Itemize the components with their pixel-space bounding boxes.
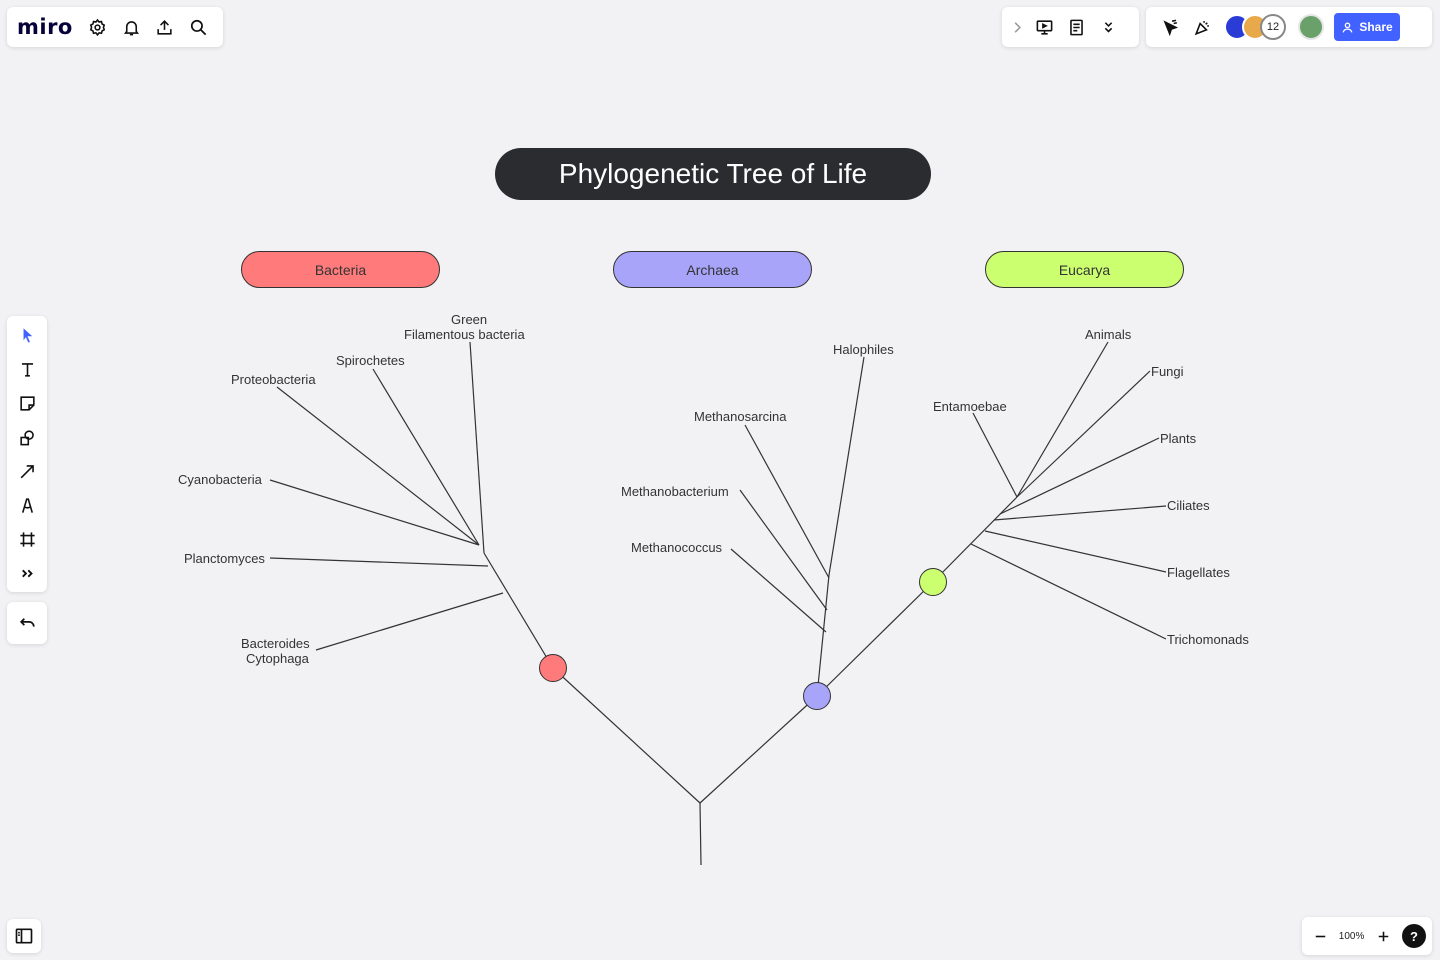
label-cyanobacteria[interactable]: Cyanobacteria [178, 472, 262, 487]
zoom-level[interactable]: 100% [1338, 930, 1365, 942]
branch-halophiles [828, 356, 865, 576]
label-methanococcus[interactable]: Methanococcus [631, 540, 723, 555]
pen-icon[interactable] [11, 489, 43, 521]
archaea-branch [699, 695, 818, 804]
branch-fungi [1016, 370, 1151, 498]
label-halophiles[interactable]: Halophiles [833, 342, 894, 357]
branch-trichomonads [970, 543, 1167, 640]
label-planctomyces[interactable]: Planctomyces [184, 551, 265, 566]
eucarya-branch [816, 581, 934, 697]
more-tools-icon[interactable] [11, 557, 43, 589]
archaea-stem [816, 574, 830, 697]
help-button[interactable]: ? [1401, 924, 1426, 948]
zoom-out-icon[interactable] [1308, 920, 1332, 952]
diagram-title[interactable]: Phylogenetic Tree of Life [495, 148, 931, 200]
branch-plants [999, 437, 1160, 515]
bell-icon[interactable] [116, 11, 146, 43]
text-icon[interactable] [11, 353, 43, 385]
zoom-controls: 100% ? [1302, 917, 1432, 955]
label-fungi[interactable]: Fungi [1151, 364, 1184, 379]
zoom-in-icon[interactable] [1371, 920, 1395, 952]
search-icon[interactable] [183, 11, 213, 43]
eucarya-stem [932, 496, 1018, 583]
chevron-double-down-icon[interactable] [1092, 11, 1124, 43]
branch-proteobacteria [276, 386, 480, 546]
celebration-icon[interactable] [1186, 11, 1218, 43]
left-toolbar [7, 316, 47, 592]
label-spirochetes[interactable]: Spirochetes [336, 353, 405, 368]
collaboration-panel: 12 Share [1146, 7, 1432, 47]
label-filamentous-bacteria[interactable]: Filamentous bacteria [404, 327, 525, 342]
frame-icon[interactable] [11, 523, 43, 555]
label-plants[interactable]: Plants [1160, 431, 1197, 446]
bacteria-stem [483, 552, 554, 669]
arrow-icon[interactable] [11, 455, 43, 487]
label-animals[interactable]: Animals [1085, 327, 1132, 342]
notes-icon[interactable] [1060, 11, 1092, 43]
branch-filamentous [469, 341, 485, 554]
cursor-icon[interactable] [1154, 11, 1186, 43]
label-ciliates[interactable]: Ciliates [1167, 498, 1210, 513]
bacteria-node[interactable] [539, 654, 567, 682]
branch-methanococcus [730, 548, 827, 633]
undo-panel [7, 602, 47, 644]
top-left-toolbar: miro [7, 7, 223, 47]
chevron-right-icon[interactable] [1006, 11, 1028, 43]
branch-bacteroides [315, 592, 504, 651]
domain-bacteria[interactable]: Bacteria [241, 251, 440, 288]
label-trichomonads[interactable]: Trichomonads [1167, 632, 1249, 647]
branch-planctomyces [269, 557, 489, 567]
label-methanosarcina[interactable]: Methanosarcina [694, 409, 787, 424]
sticky-note-icon[interactable] [11, 387, 43, 419]
branch-methanosarcina [744, 424, 830, 579]
branch-entamoebae [972, 412, 1018, 498]
presentation-icon[interactable] [1028, 11, 1060, 43]
settings-icon[interactable] [83, 11, 113, 43]
upload-icon[interactable] [150, 11, 180, 43]
board-tools-panel [1002, 7, 1139, 47]
share-button[interactable]: Share [1334, 13, 1400, 41]
label-methanobacterium[interactable]: Methanobacterium [621, 484, 729, 499]
shapes-icon[interactable] [11, 421, 43, 453]
bacteria-branch [552, 667, 701, 804]
branch-flagellates [984, 530, 1167, 573]
collaborator-count-badge[interactable]: 12 [1260, 14, 1286, 40]
eucarya-node[interactable] [919, 568, 947, 596]
label-entamoebae[interactable]: Entamoebae [933, 399, 1007, 414]
label-bacteroides[interactable]: Bacteroides [241, 636, 310, 651]
label-proteobacteria[interactable]: Proteobacteria [231, 372, 316, 387]
branch-animals [1016, 341, 1109, 498]
branch-methanobacterium [739, 489, 828, 611]
share-label: Share [1359, 20, 1393, 34]
branch-cyanobacteria [269, 479, 480, 546]
label-flagellates[interactable]: Flagellates [1167, 565, 1230, 580]
trunk-line [699, 802, 702, 866]
branch-spirochetes [372, 368, 480, 546]
branch-ciliates [993, 505, 1167, 521]
user-avatar[interactable] [1298, 14, 1324, 40]
domain-archaea[interactable]: Archaea [613, 251, 812, 288]
domain-eucarya[interactable]: Eucarya [985, 251, 1184, 288]
select-icon[interactable] [11, 319, 43, 351]
label-cytophaga[interactable]: Cytophaga [246, 651, 309, 666]
collaborator-avatars[interactable]: 12 [1224, 14, 1286, 40]
side-panel-toggle[interactable] [7, 919, 41, 953]
label-green[interactable]: Green [451, 312, 488, 327]
archaea-node[interactable] [803, 682, 831, 710]
user-icon [1342, 22, 1353, 33]
miro-logo[interactable]: miro [17, 15, 73, 39]
panel-icon [15, 928, 33, 944]
undo-icon[interactable] [11, 607, 43, 639]
